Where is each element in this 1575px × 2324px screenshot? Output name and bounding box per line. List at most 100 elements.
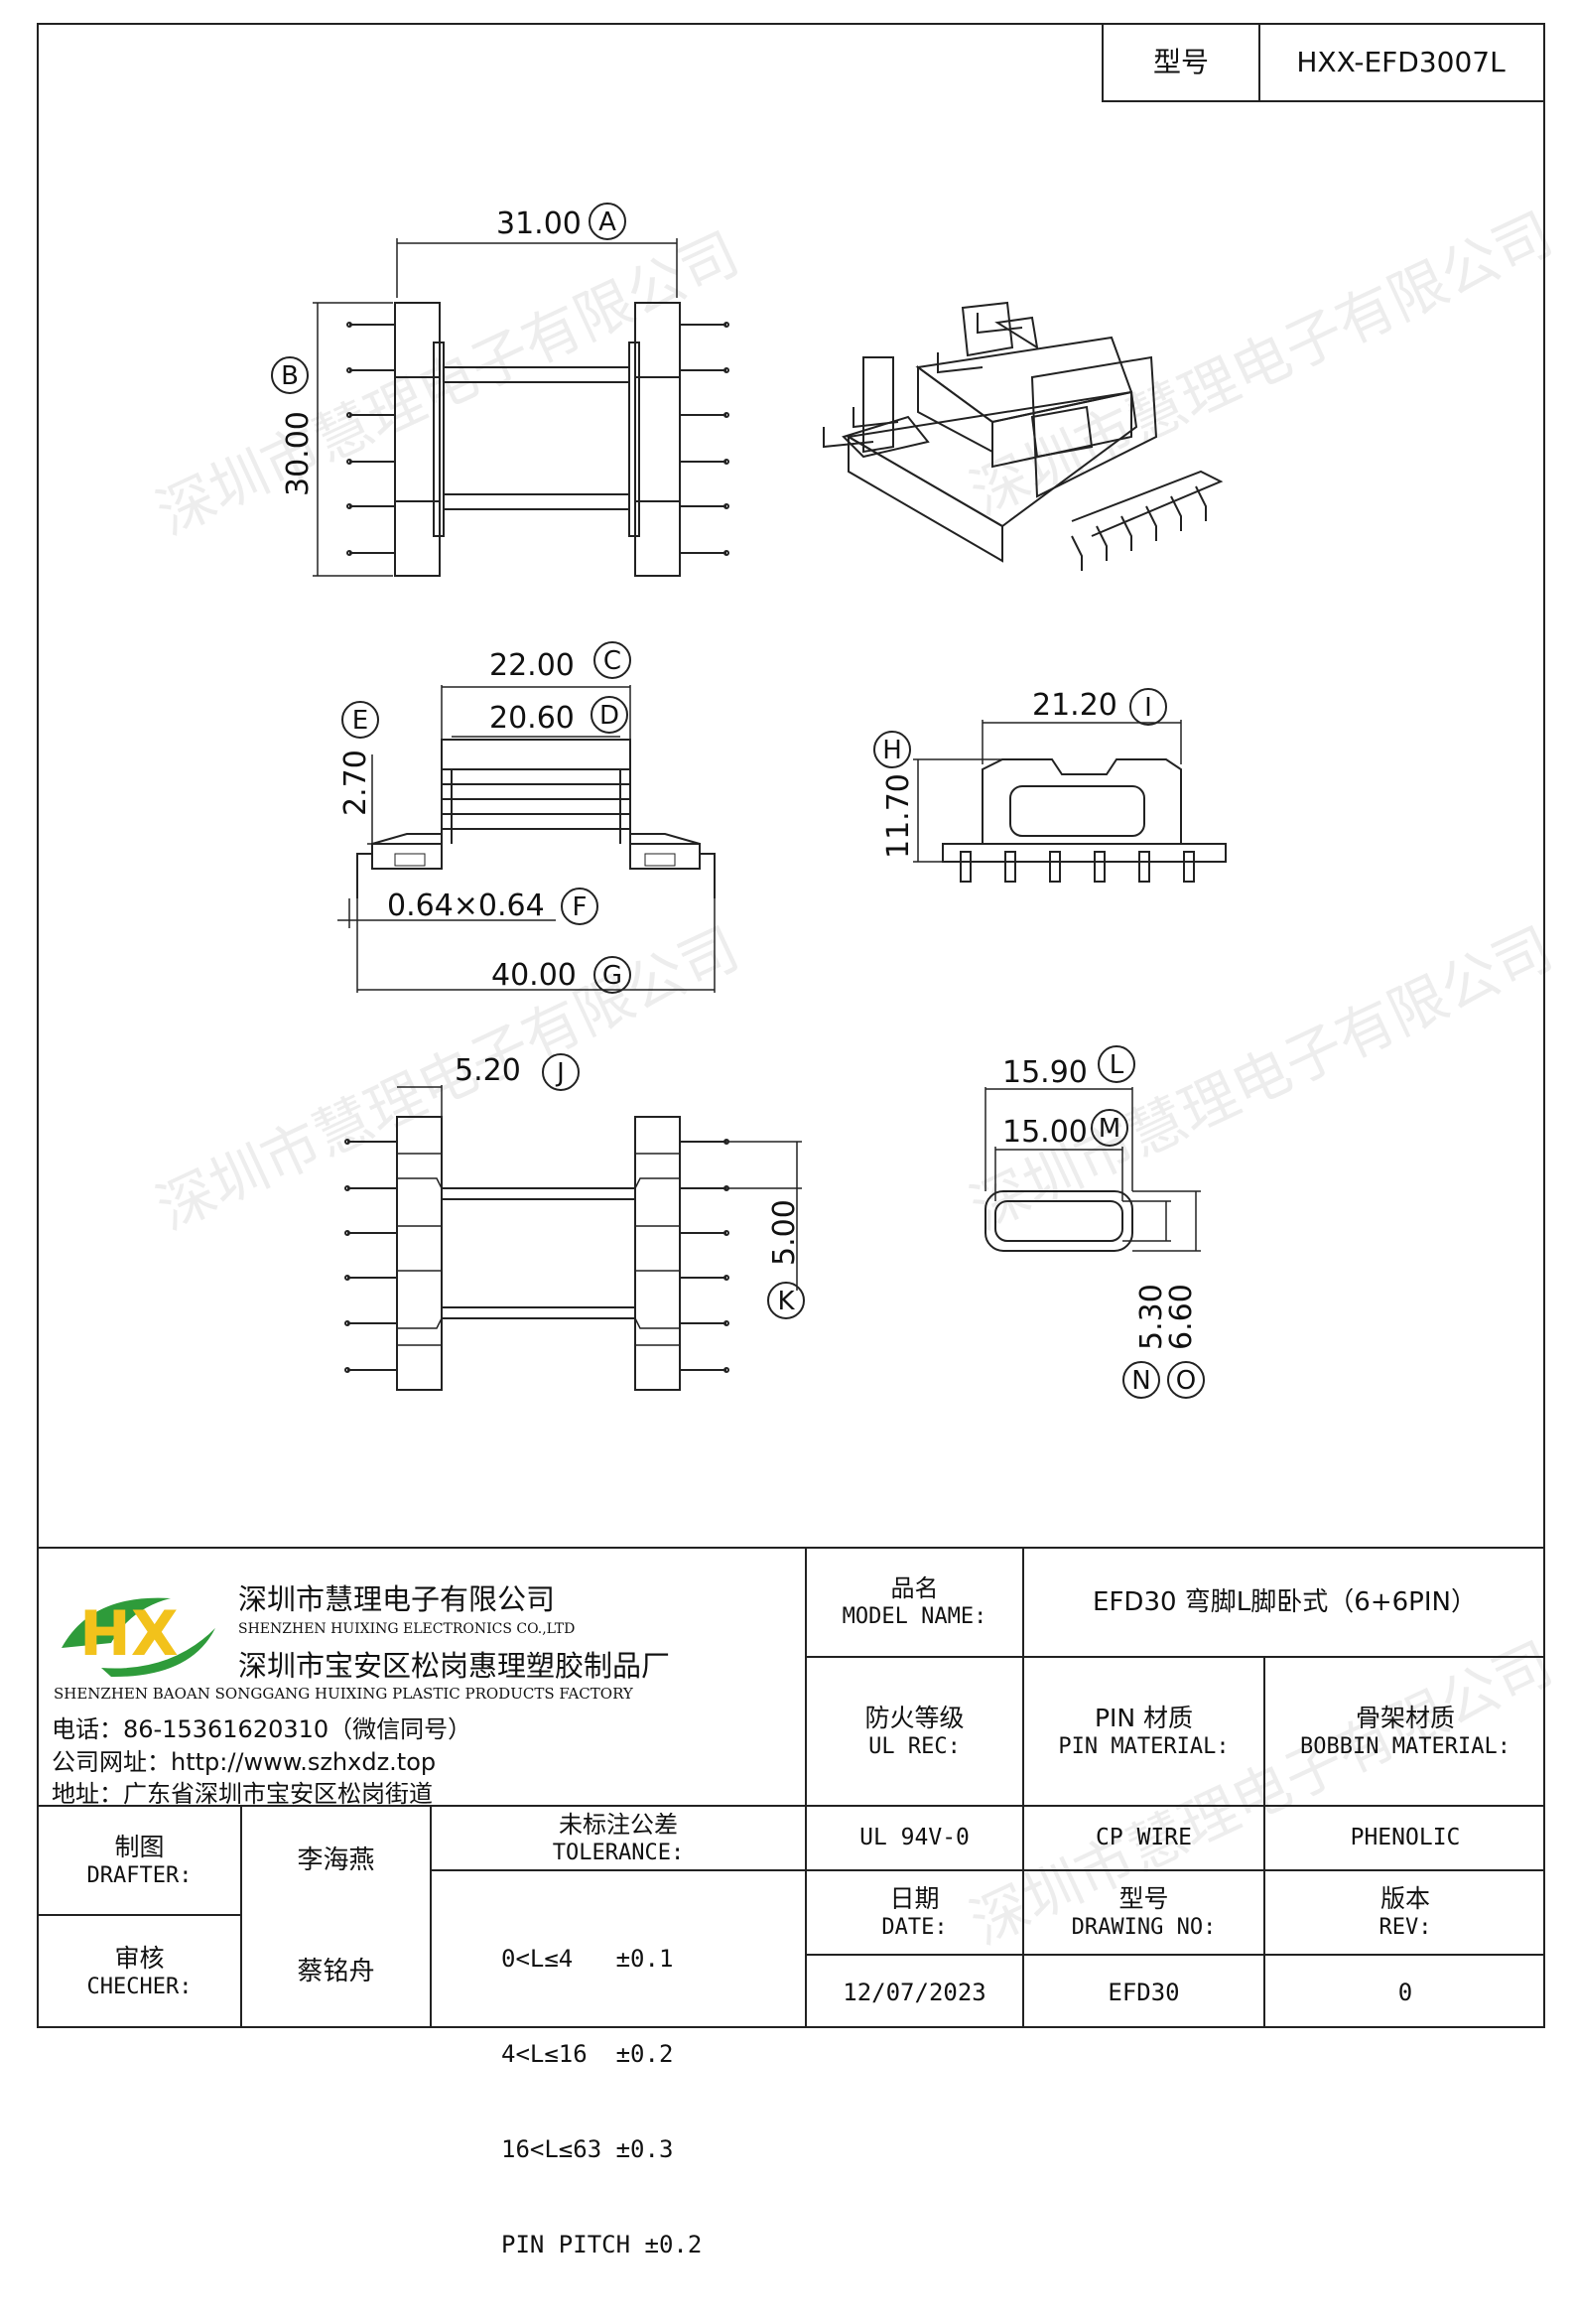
model-name-value: EFD30 弯脚L脚卧式（6+6PIN）: [1093, 1586, 1477, 1617]
tolerance-row: 16<L≤63 ±0.3: [501, 2135, 674, 2163]
bobbin-material-label-en: BOBBIN MATERIAL:: [1300, 1733, 1510, 1759]
drafter-value-cell: 李海燕: [242, 1807, 430, 1914]
technical-drawings: 31.00 30.00 22.00 20.60 2.70 0.64×0.64 4…: [271, 203, 1227, 1399]
tag-g-letter: G: [602, 961, 622, 991]
header-model-label-cell: 型号: [1102, 23, 1260, 102]
dim-b-value: 30.00: [281, 411, 316, 496]
fire-rating-label-en: UL REC:: [868, 1733, 961, 1759]
tolerance-label-cn: 未标注公差: [559, 1810, 678, 1839]
date-value: 12/07/2023: [843, 1978, 986, 2006]
header-model-value-cell: HXX-EFD3007L: [1258, 23, 1545, 102]
tolerance-label-cell: 未标注公差 TOLERANCE:: [432, 1807, 805, 1869]
tag-n-letter: N: [1131, 1366, 1150, 1396]
rev-value: 0: [1397, 1978, 1413, 2006]
checker-label-cell: 审核 CHECHER:: [39, 1916, 240, 2028]
tag-c: C: [593, 641, 631, 679]
tolerance-row: 0<L≤4 ±0.1: [501, 1945, 674, 1973]
company-logo: HX: [52, 1573, 220, 1683]
tag-b-letter: B: [281, 361, 299, 391]
rev-label-en: REV:: [1378, 1915, 1432, 1941]
bobbin-material-value: PHENOLIC: [1350, 1825, 1461, 1851]
rev-value-cell: 0: [1265, 1956, 1545, 2028]
tag-a-letter: A: [598, 207, 616, 237]
checker-value-cell: 蔡铭舟: [242, 1916, 430, 2028]
drawing-no-value: EFD30: [1108, 1978, 1180, 2006]
dim-k-value: 5.00: [767, 1199, 802, 1266]
tolerance-row: 4<L≤16 ±0.2: [501, 2040, 674, 2068]
dim-n-value: 5.30: [1134, 1284, 1169, 1350]
tag-m-letter: M: [1099, 1114, 1120, 1144]
tag-o-letter: O: [1176, 1366, 1196, 1396]
factory-name-en: SHENZHEN BAOAN SONGGANG HUIXING PLASTIC …: [54, 1685, 633, 1703]
front-view: [337, 685, 716, 993]
checker-label-cn: 审核: [114, 1944, 165, 1974]
tolerance-label-en: TOLERANCE:: [552, 1840, 685, 1865]
fire-rating-label-cn: 防火等级: [864, 1703, 965, 1732]
drafter-label-cn: 制图: [114, 1832, 165, 1861]
tag-n: N: [1122, 1361, 1160, 1399]
fire-rating-label-cell: 防火等级 UL REC:: [807, 1658, 1022, 1805]
tag-h-letter: H: [882, 736, 902, 765]
tag-l-letter: L: [1110, 1050, 1124, 1080]
dim-m-value: 15.00: [1002, 1115, 1088, 1150]
fire-rating-value-cell: UL 94V-0: [807, 1807, 1022, 1869]
tag-l: L: [1098, 1045, 1135, 1083]
drawing-no-label-en: DRAWING NO:: [1071, 1915, 1217, 1941]
tag-f-letter: F: [573, 892, 588, 922]
date-label-en: DATE:: [881, 1915, 948, 1941]
tag-d-letter: D: [599, 701, 619, 731]
tag-h: H: [873, 731, 911, 768]
tag-f: F: [561, 888, 598, 925]
tag-k-letter: K: [777, 1287, 795, 1316]
tag-i-letter: I: [1144, 693, 1152, 723]
fire-rating-value: UL 94V-0: [859, 1825, 970, 1851]
company-name-cn: 深圳市慧理电子有限公司: [238, 1582, 556, 1616]
checker-label-en: CHECHER:: [86, 1975, 193, 2000]
dim-a-value: 31.00: [496, 206, 582, 241]
company-website: 公司网址：http://www.szhxdz.top: [52, 1748, 437, 1776]
logo-letters: HX: [79, 1597, 179, 1670]
bottom-view: [344, 1085, 802, 1391]
dim-j-value: 5.20: [455, 1053, 521, 1088]
dim-h-value: 11.70: [881, 773, 916, 859]
drafter-label-cell: 制图 DRAFTER:: [39, 1807, 240, 1914]
pin-material-value: CP WIRE: [1096, 1825, 1192, 1851]
pin-material-value-cell: CP WIRE: [1024, 1807, 1263, 1869]
tolerance-row: PIN PITCH ±0.2: [501, 2231, 703, 2258]
top-view: [313, 238, 729, 577]
tag-j-letter: J: [555, 1058, 565, 1088]
tag-g: G: [593, 956, 631, 994]
drawing-no-label-cn: 型号: [1118, 1884, 1169, 1914]
tag-e-letter: E: [352, 706, 368, 736]
header-model-value: HXX-EFD3007L: [1296, 45, 1506, 78]
tag-b: B: [271, 356, 309, 394]
model-name-label-cn: 品名: [890, 1574, 939, 1603]
pin-material-label-en: PIN MATERIAL:: [1058, 1733, 1230, 1759]
model-name-label-en: MODEL NAME:: [842, 1604, 987, 1630]
dim-e-value: 2.70: [338, 750, 373, 816]
dim-o-value: 6.60: [1164, 1284, 1199, 1350]
tag-k: K: [767, 1282, 805, 1319]
dim-i-value: 21.20: [1032, 688, 1117, 723]
company-phone: 电话：86-15361620310（微信同号）: [52, 1715, 472, 1743]
isometric-view: [823, 301, 1224, 571]
rev-label-cn: 版本: [1379, 1884, 1430, 1914]
drafter-value: 李海燕: [297, 1845, 375, 1875]
drawing-no-label-cell: 型号 DRAWING NO:: [1024, 1871, 1263, 1954]
tolerance-list: 0<L≤4 ±0.1 4<L≤16 ±0.2 16<L≤63 ±0.3 PIN …: [501, 1879, 799, 2324]
factory-name-cn: 深圳市宝安区松岗惠理塑胶制品厂: [238, 1649, 671, 1683]
dim-c-value: 22.00: [489, 648, 575, 683]
bobbin-material-label-cell: 骨架材质 BOBBIN MATERIAL:: [1265, 1658, 1545, 1805]
drawing-no-value-cell: EFD30: [1024, 1956, 1263, 2028]
tag-m: M: [1091, 1109, 1128, 1147]
model-name-label-cell: 品名 MODEL NAME:: [807, 1549, 1022, 1656]
date-label-cell: 日期 DATE:: [807, 1871, 1022, 1954]
dim-g-value: 40.00: [491, 958, 577, 993]
tag-j: J: [542, 1053, 580, 1091]
dim-d-value: 20.60: [489, 701, 575, 736]
company-address: 地址：广东省深圳市宝安区松岗街道: [52, 1780, 433, 1808]
bobbin-material-label-cn: 骨架材质: [1355, 1703, 1455, 1732]
side-view: [913, 720, 1227, 883]
checker-value: 蔡铭舟: [297, 1957, 375, 1987]
pin-material-label-cn: PIN 材质: [1094, 1703, 1194, 1732]
